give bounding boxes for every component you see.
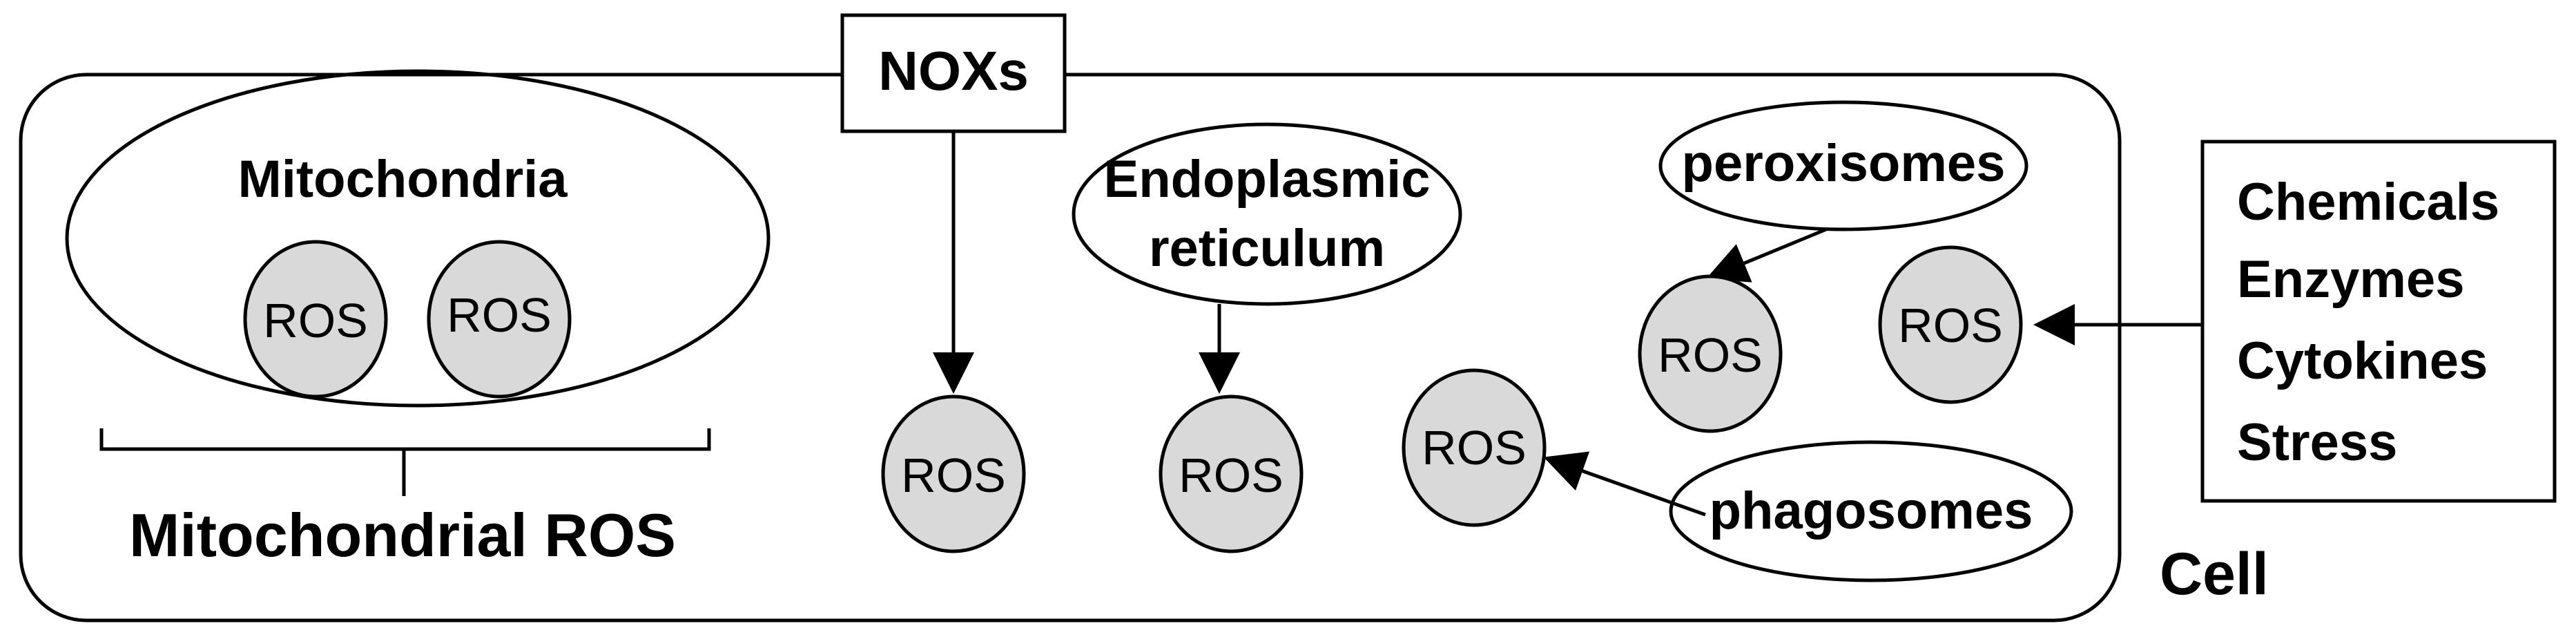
er-label-line1: Endoplasmic [1104, 150, 1431, 209]
phagosomes-arrow [1543, 451, 1706, 517]
ros-nox: ROS [881, 394, 1026, 553]
svg-text:ROS: ROS [447, 288, 552, 342]
ros-er: ROS [1159, 394, 1304, 553]
er-label-line2: reticulum [1149, 219, 1385, 278]
mitochondrial-ros-label: Mitochondrial ROS [129, 501, 676, 569]
phagosomes-ellipse [1669, 440, 2073, 582]
external-factor-chemicals: Chemicals [2237, 173, 2499, 231]
svg-text:ROS: ROS [1422, 421, 1527, 475]
external-factor-enzymes: Enzymes [2237, 250, 2465, 309]
mitochondria-label: Mitochondria [238, 150, 568, 209]
cell-boundary [19, 73, 2122, 622]
ros-mito-1: ROS [243, 240, 388, 399]
external-factor-cytokines: Cytokines [2237, 332, 2488, 390]
nox-label: NOXs [878, 40, 1029, 102]
svg-text:ROS: ROS [1179, 448, 1284, 502]
external-factor-stress: Stress [2237, 413, 2397, 472]
phagosomes-label: phagosomes [1710, 482, 2033, 540]
external-factors-box [2200, 140, 2557, 503]
mitochondria-ellipse [65, 69, 771, 408]
ros-mito-2: ROS [427, 240, 572, 399]
ros-phagosome: ROS [1402, 368, 1547, 527]
ros-peroxisome: ROS [1638, 274, 1783, 433]
mitochondrial-ros-bracket [99, 428, 711, 496]
peroxisomes-label: peroxisomes [1682, 134, 2006, 193]
peroxisomes-arrow [1705, 227, 1827, 283]
cell-label: Cell [2160, 541, 2269, 607]
er-ellipse [1072, 122, 1462, 306]
svg-text:ROS: ROS [1658, 328, 1763, 382]
svg-text:ROS: ROS [1898, 298, 2003, 352]
svg-text:ROS: ROS [263, 294, 368, 348]
ros-external: ROS [1878, 245, 2023, 404]
svg-text:ROS: ROS [901, 448, 1006, 502]
peroxisomes-ellipse [1658, 100, 2028, 231]
